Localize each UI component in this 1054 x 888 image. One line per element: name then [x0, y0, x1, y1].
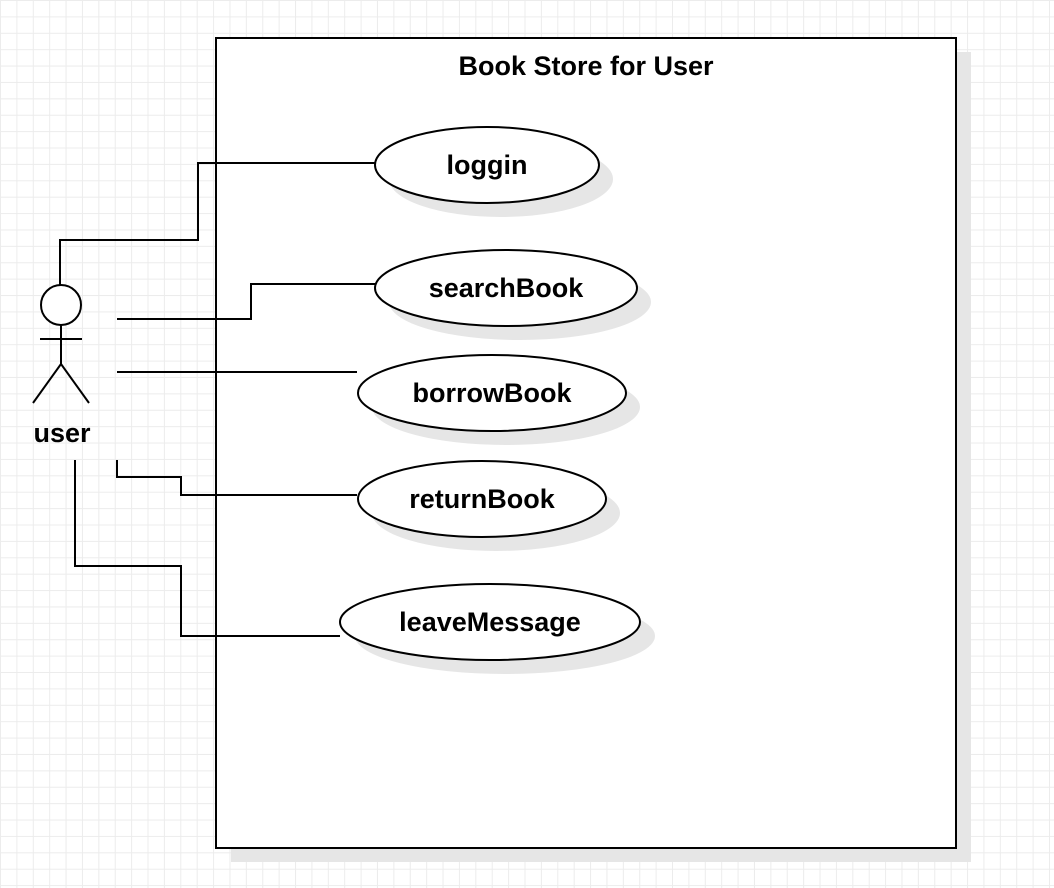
system-title: Book Store for User [458, 51, 714, 81]
use-case-borrowBook[interactable] [357, 354, 627, 432]
use-case-returnBook[interactable] [357, 460, 607, 538]
use-case-label-borrowBook: borrowBook [412, 378, 572, 408]
use-case-label-searchBook: searchBook [428, 273, 584, 303]
actor-label-user: user [33, 418, 91, 448]
use-case-label-leaveMessage: leaveMessage [399, 607, 581, 637]
association-user-leaveMessage[interactable] [74, 460, 340, 637]
use-case-label-loggin: loggin [446, 150, 528, 180]
actor-head [40, 284, 82, 326]
use-case-searchBook[interactable] [374, 249, 638, 327]
actor-user-figure[interactable] [32, 284, 90, 404]
association-user-loggin[interactable] [59, 162, 375, 285]
actor-right-leg [60, 363, 90, 404]
use-case-loggin[interactable] [374, 126, 600, 204]
association-user-returnBook[interactable] [116, 460, 357, 496]
use-case-leaveMessage[interactable] [339, 583, 641, 661]
association-user-searchBook[interactable] [117, 283, 375, 320]
use-case-label-returnBook: returnBook [409, 484, 555, 514]
actor-left-leg [32, 363, 62, 404]
